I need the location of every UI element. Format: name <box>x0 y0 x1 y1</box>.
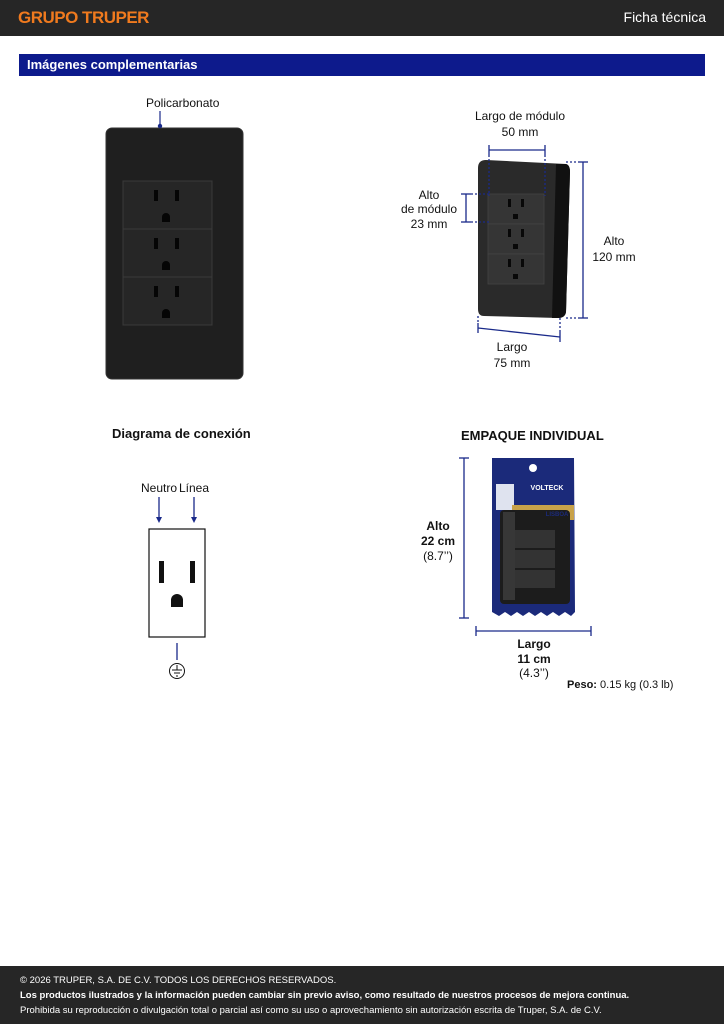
weight-value: 0.15 kg (0.3 lb) <box>600 679 674 691</box>
packaging-title: EMPAQUE INDIVIDUAL <box>461 428 604 443</box>
connection-diagram-title: Diagrama de conexión <box>112 426 251 441</box>
line-label: Línea <box>178 481 210 495</box>
material-label: Policarbonato <box>146 96 220 110</box>
package-length-inches: (4.3’’) <box>519 666 549 680</box>
footer: © 2026 TRUPER, S.A. DE C.V. TODOS LOS DE… <box>0 966 724 1024</box>
outlet-dimension-view <box>461 145 588 342</box>
height-label: Alto <box>603 234 625 248</box>
package-line: LISBOA <box>545 512 569 518</box>
package-height-label: Alto <box>426 519 450 533</box>
weight-label: Peso: <box>567 679 597 691</box>
module-width-label: Largo de módulo <box>474 109 566 123</box>
height-value: 120 mm <box>592 250 636 264</box>
footer-notice: Los productos ilustrados y la informació… <box>20 990 630 1001</box>
package-height-inches: (8.7’’) <box>423 549 453 563</box>
outlet-front-view <box>105 111 244 380</box>
document-type: Ficha técnica <box>623 9 706 25</box>
package-brand: VOLTECK <box>530 485 564 492</box>
package-dimension-lines <box>459 457 592 636</box>
ground-icon <box>169 663 185 679</box>
package-height-value: 22 cm <box>420 534 456 548</box>
length-label: Largo <box>496 340 528 354</box>
brand-logo: GRUPO TRUPER <box>18 8 149 27</box>
package-weight: Peso: 0.15 kg (0.3 lb) <box>567 679 673 691</box>
module-height-label-1: Alto <box>418 188 440 202</box>
package-length-value: 11 cm <box>517 652 551 666</box>
length-value: 75 mm <box>493 356 531 370</box>
section-title: Imágenes complementarias <box>19 54 705 76</box>
module-height-value: 23 mm <box>410 217 448 231</box>
footer-prohibition: Prohibida su reproducción o divulgación … <box>20 1005 602 1016</box>
top-bar: GRUPO TRUPER Ficha técnica <box>0 0 724 36</box>
module-height-label-2: de módulo <box>400 202 458 216</box>
footer-copyright: © 2026 TRUPER, S.A. DE C.V. TODOS LOS DE… <box>20 975 337 986</box>
package-image <box>492 458 575 616</box>
neutral-label: Neutro <box>140 481 178 495</box>
module-width-value: 50 mm <box>501 125 539 139</box>
connection-diagram <box>148 497 206 679</box>
package-length-label: Largo <box>517 637 551 651</box>
